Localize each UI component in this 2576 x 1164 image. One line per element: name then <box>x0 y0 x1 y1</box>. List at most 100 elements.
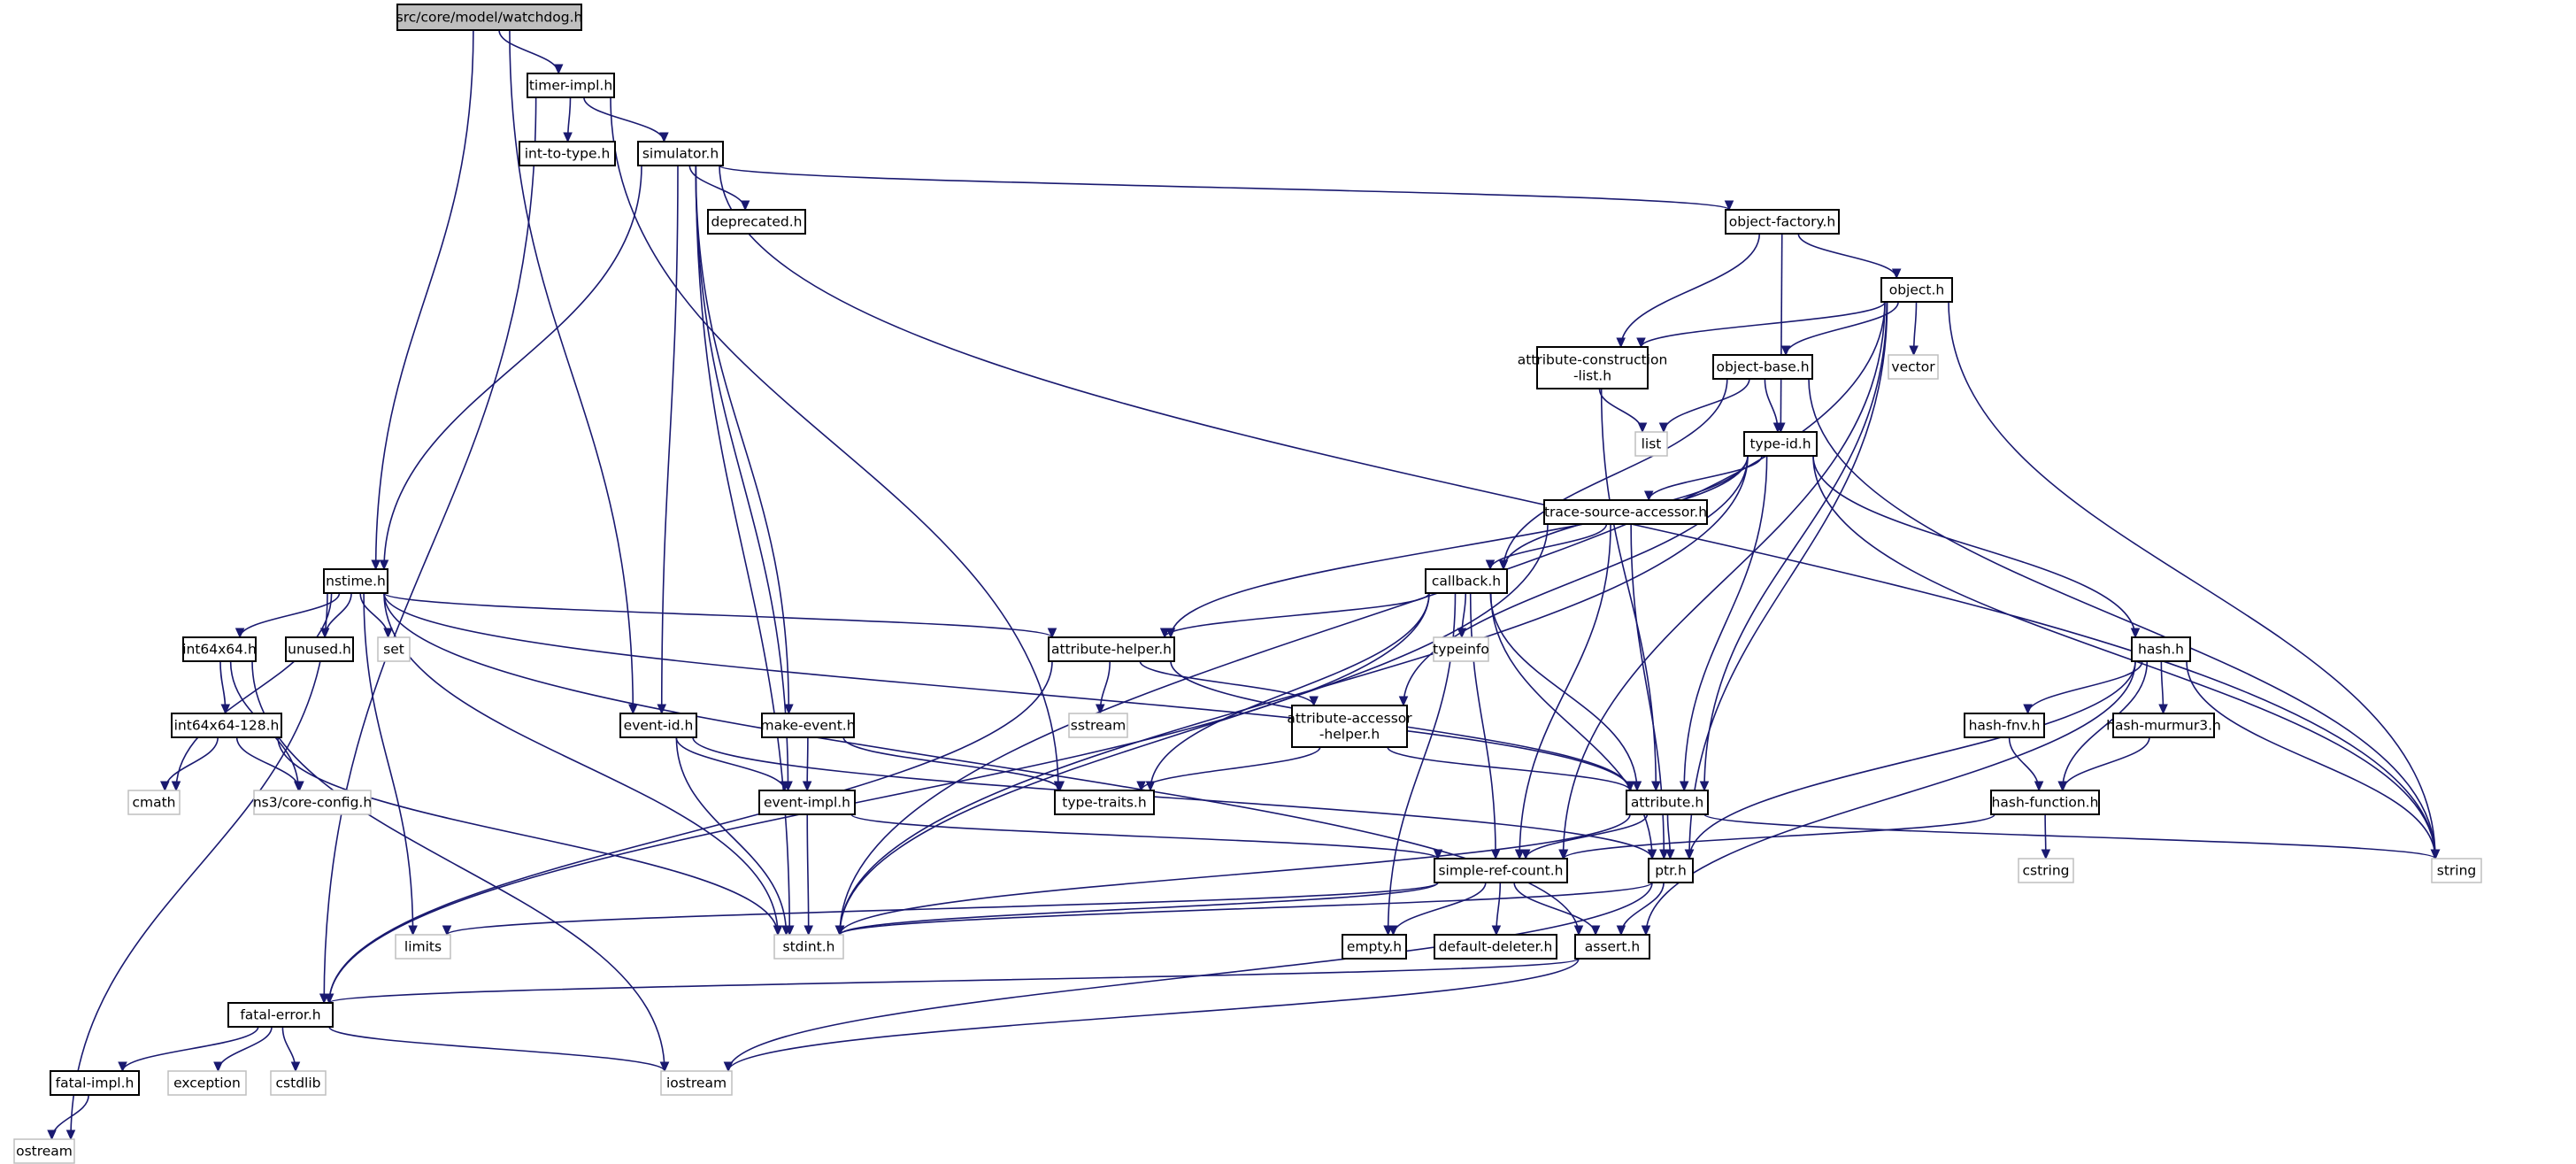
node-label: unused.h <box>288 642 351 658</box>
node-ptr[interactable]: ptr.h <box>1648 858 1694 883</box>
edge-simulator-to-deprecated <box>688 165 746 211</box>
arrowhead-hash-to-hash_fnv <box>2023 704 2033 715</box>
node-box <box>1888 354 1939 380</box>
node-attr-accessor[interactable]: attribute-accessor-helper.h <box>1287 705 1412 748</box>
node-label: object-factory.h <box>1729 214 1835 230</box>
node-event-impl[interactable]: event-impl.h <box>758 790 856 815</box>
node-box <box>1880 277 1953 303</box>
node-int64x64[interactable]: int64x64.h <box>182 636 257 662</box>
node-hash-fnv[interactable]: hash-fnv.h <box>1964 713 2045 738</box>
node-deprecated[interactable]: deprecated.h <box>707 209 806 235</box>
node-label: simulator.h <box>642 146 719 162</box>
node-box <box>270 1070 327 1096</box>
edge-attr_construction-to-list <box>1598 388 1643 433</box>
node-type-traits[interactable]: type-traits.h <box>1054 790 1155 815</box>
node-label: ns3/core-config.h <box>253 795 372 811</box>
node-box <box>2131 636 2191 662</box>
node-attribute-helper[interactable]: attribute-helper.h <box>1048 636 1175 662</box>
arrowhead-trace_source-to-ptr <box>1659 849 1669 860</box>
edge-hash-to-hash_fnv <box>2026 660 2143 714</box>
node-hash-function[interactable]: hash-function.h <box>1990 790 2100 815</box>
node-label: attribute-accessor <box>1287 711 1412 727</box>
node-timer-impl[interactable]: timer-impl.h <box>527 73 615 98</box>
edge-simulator-to-nstime <box>383 165 642 570</box>
node-simulator[interactable]: simulator.h <box>637 141 724 166</box>
node-box <box>285 636 354 662</box>
edge-ptr-to-iostream <box>727 882 1653 1072</box>
node-empty[interactable]: empty.h <box>1342 934 1407 960</box>
arrowhead-type_id-to-hash <box>2130 628 2141 639</box>
arrowhead-hash_function-to-cstring <box>2041 849 2051 860</box>
node-fatal-error[interactable]: fatal-error.h <box>227 1002 334 1028</box>
node-box <box>761 713 855 738</box>
node-typeinfo: typeinfo <box>1433 636 1489 662</box>
arrowhead-attr_construction-to-attribute <box>1651 781 1661 792</box>
node-simple-ref-count[interactable]: simple-ref-count.h <box>1434 858 1568 883</box>
node-object-factory[interactable]: object-factory.h <box>1725 209 1840 235</box>
node-vector: vector <box>1888 354 1939 380</box>
node-hash-murmur3[interactable]: hash-murmur3.h <box>2106 713 2221 738</box>
arrowhead-watchdog-to-nstime <box>371 559 381 571</box>
node-box <box>1626 790 1709 815</box>
node-hash[interactable]: hash.h <box>2131 636 2191 662</box>
edge-attribute_helper-to-attr_accessor <box>1139 660 1315 706</box>
arrowhead-object-to-attr_construction <box>1636 337 1646 349</box>
node-limits: limits <box>395 934 451 960</box>
node-box <box>50 1070 140 1096</box>
node-box <box>1291 705 1408 748</box>
node-box <box>13 1138 75 1164</box>
node-assert[interactable]: assert.h <box>1574 934 1650 960</box>
node-int64x64-128[interactable]: int64x64-128.h <box>171 713 282 738</box>
node-box <box>1068 713 1128 738</box>
node-box <box>527 73 615 98</box>
node-default-deleter[interactable]: default-deleter.h <box>1434 934 1557 960</box>
node-attr-construction[interactable]: attribute-construction-list.h <box>1518 346 1668 389</box>
node-box <box>323 568 388 594</box>
arrowhead-simple_ref_count-to-assert <box>1590 925 1601 937</box>
edge-attribute-to-simple_ref_count <box>1525 813 1649 860</box>
arrowhead-fatal_error-to-fatal_impl <box>118 1061 127 1073</box>
arrowhead-simulator-to-object_factory <box>1724 200 1734 212</box>
node-nstime[interactable]: nstime.h <box>323 568 388 594</box>
node-fatal-impl[interactable]: fatal-impl.h <box>50 1070 140 1096</box>
arrowhead-callback-to-attribute_helper <box>1159 628 1170 639</box>
edge-nstime-to-limits <box>363 592 414 936</box>
arrowhead-ptr-to-assert <box>1616 925 1626 937</box>
edge-type_id-to-attribute_helper <box>1170 455 1749 638</box>
arrowhead-attribute-to-simple_ref_count <box>1520 849 1531 860</box>
node-int-to-type[interactable]: int-to-type.h <box>519 141 616 166</box>
node-box <box>182 636 257 662</box>
node-box <box>1543 499 1708 525</box>
node-make-event[interactable]: make-event.h <box>760 713 856 738</box>
node-box <box>1648 858 1694 883</box>
node-label: fatal-impl.h <box>56 1075 135 1091</box>
node-cstdlib: cstdlib <box>270 1070 327 1096</box>
node-object[interactable]: object.h <box>1880 277 1953 303</box>
node-trace-source[interactable]: trace-source-accessor.h <box>1543 499 1708 525</box>
node-callback[interactable]: callback.h <box>1425 568 1508 594</box>
node-box <box>1434 934 1557 960</box>
node-label: iostream <box>666 1075 727 1091</box>
node-sstream: sstream <box>1068 713 1128 738</box>
arrowhead-hash-to-hash_murmur3 <box>2158 704 2168 715</box>
node-ostream: ostream <box>13 1138 75 1164</box>
node-label: timer-impl.h <box>529 78 612 94</box>
arrowhead-nstime-to-cmath <box>171 781 181 792</box>
node-label: assert.h <box>1585 939 1640 955</box>
node-object-base[interactable]: object-base.h <box>1712 354 1813 380</box>
edge-object_base-to-list <box>1663 378 1750 433</box>
node-label: object.h <box>1889 282 1945 298</box>
arrowhead-object_factory-to-object <box>1891 268 1902 280</box>
edge-type_id-to-hash <box>1812 455 2136 638</box>
node-unused[interactable]: unused.h <box>285 636 354 662</box>
node-box <box>1634 431 1668 457</box>
arrowhead-trace_source-to-simple_ref_count <box>1514 849 1525 860</box>
node-type-id[interactable]: type-id.h <box>1743 431 1818 457</box>
node-event-id[interactable]: event-id.h <box>619 713 697 738</box>
arrowhead-type_id-to-attribute <box>1679 781 1689 792</box>
node-box <box>1990 790 2100 815</box>
node-attribute[interactable]: attribute.h <box>1626 790 1709 815</box>
edge-event_id-to-event_impl <box>675 736 786 791</box>
node-watchdog[interactable]: src/core/model/watchdog.h <box>396 4 583 31</box>
arrowhead-attr_construction-to-list <box>1637 422 1648 434</box>
